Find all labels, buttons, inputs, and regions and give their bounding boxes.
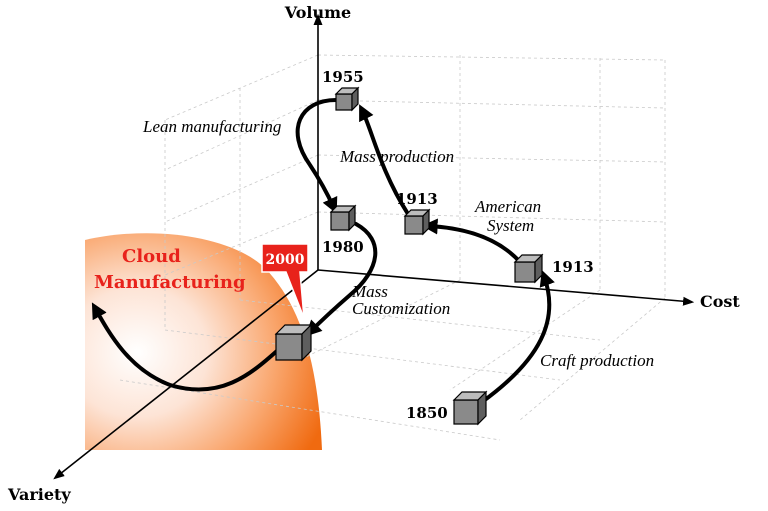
cube-1850 bbox=[452, 390, 488, 426]
mass-customization-label-line1: Mass bbox=[351, 282, 388, 301]
american-system-path bbox=[421, 218, 522, 264]
cloud-label-line1: Cloud bbox=[122, 246, 181, 267]
mass-customization-label-line2: Customization bbox=[352, 299, 450, 318]
cloud-region bbox=[85, 233, 322, 450]
american-system-label-line2: System bbox=[487, 216, 534, 235]
evolution-paths bbox=[91, 98, 555, 404]
lean-manufacturing-path bbox=[295, 98, 338, 214]
milestone-cubes bbox=[274, 86, 544, 426]
cube-1913-american bbox=[403, 208, 431, 236]
year-1913-american-label: 1913 bbox=[396, 190, 438, 208]
mass-production-path bbox=[359, 104, 410, 216]
lean-manufacturing-label: Lean manufacturing bbox=[142, 117, 281, 136]
year-2000-label: 2000 bbox=[266, 252, 305, 268]
variety-axis bbox=[53, 269, 319, 480]
year-1913-cost-label: 1913 bbox=[552, 258, 594, 276]
mass-customization-path bbox=[305, 222, 378, 337]
craft-production-path bbox=[480, 269, 555, 404]
year-1955-label: 1955 bbox=[322, 68, 364, 86]
cost-axis bbox=[317, 269, 695, 306]
craft-production-label: Craft production bbox=[540, 351, 654, 370]
american-system-label-line1: American bbox=[474, 197, 541, 216]
year-1850-label: 1850 bbox=[406, 404, 448, 422]
variety-axis-label: Variety bbox=[7, 485, 71, 504]
year-1980-label: 1980 bbox=[322, 238, 364, 256]
cube-2000 bbox=[274, 323, 313, 362]
cube-1955 bbox=[334, 86, 360, 112]
cloud-manufacturing-path bbox=[91, 302, 280, 392]
cloud-label-line2: Manufacturing bbox=[94, 272, 246, 293]
callout-2000: 2000 bbox=[261, 243, 309, 319]
cost-axis-label: Cost bbox=[700, 292, 740, 311]
cube-1913-cost bbox=[513, 253, 544, 284]
cube-1980 bbox=[329, 204, 357, 232]
mass-production-label: Mass production bbox=[339, 147, 454, 166]
volume-axis-label: Volume bbox=[284, 3, 351, 22]
axes bbox=[53, 13, 695, 480]
